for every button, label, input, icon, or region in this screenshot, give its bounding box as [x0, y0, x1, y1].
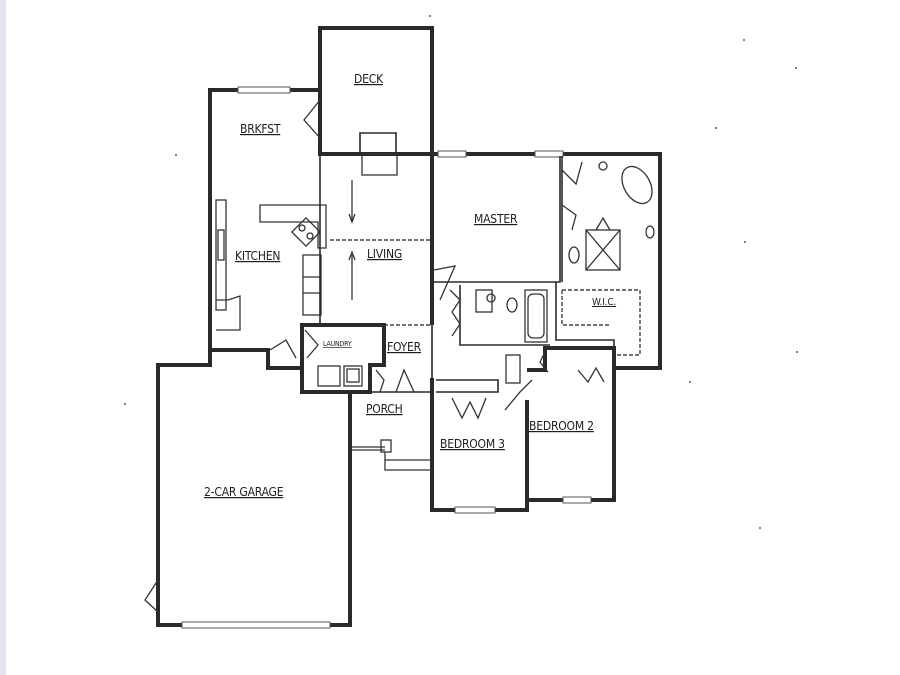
room-label-foyer: FOYER — [387, 340, 422, 354]
kitchen-breakfast-block — [208, 86, 327, 370]
porch — [349, 392, 432, 625]
laundry-foyer — [300, 323, 433, 394]
living-room — [319, 154, 434, 326]
room-label-kitchen: KITCHEN — [235, 249, 280, 263]
room-label-bedroom-3: BEDROOM 3 — [440, 437, 505, 451]
room-label-laundry: LAUNDRY — [323, 340, 352, 348]
room-label-garage: 2-CAR GARAGE — [204, 485, 284, 499]
room-label-living: LIVING — [367, 247, 402, 261]
hall-bath — [449, 285, 550, 384]
left-edge-strip — [0, 0, 6, 675]
room-label-master: MASTER — [474, 212, 518, 226]
room-label-porch: PORCH — [366, 402, 403, 416]
bedroom-2 — [527, 346, 616, 504]
room-label-deck: DECK — [354, 72, 384, 86]
master-suite — [432, 150, 662, 370]
garage — [144, 350, 352, 629]
bedroom-3 — [430, 378, 533, 514]
room-label-bedroom-2: BEDROOM 2 — [529, 419, 594, 433]
room-label-wic: W.I.C. — [592, 297, 616, 308]
deck-room — [318, 26, 434, 176]
room-label-brkfst: BRKFST — [240, 122, 281, 136]
scan-specks — [124, 15, 798, 529]
